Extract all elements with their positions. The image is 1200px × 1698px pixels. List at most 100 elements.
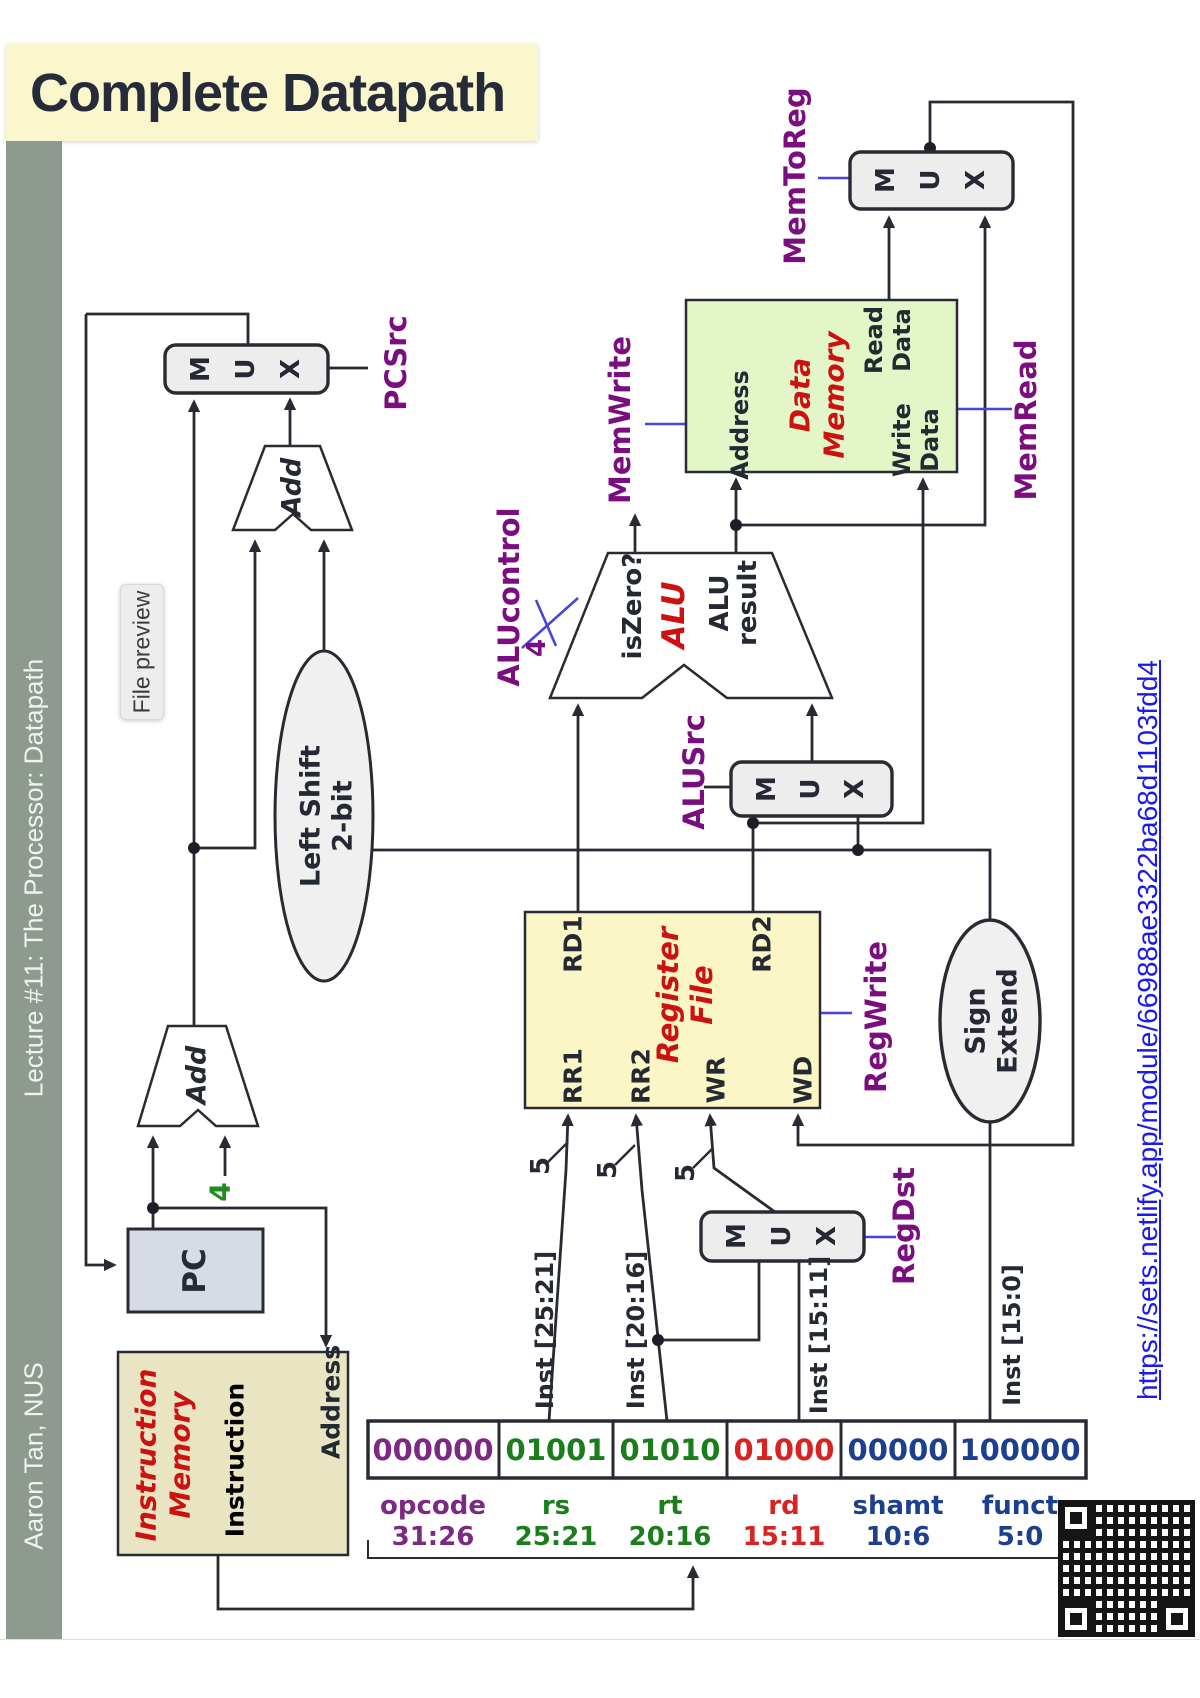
dmem-name-2: Memory [818, 330, 851, 459]
pc-block: PC [126, 1227, 265, 1314]
pc-add-block: Add [136, 1024, 260, 1128]
table-name-row: opcode rs rt rd shamt funct [380, 1491, 1058, 1521]
field-name: rd [768, 1491, 799, 1521]
bits-cell: 100000 [959, 1433, 1080, 1467]
instruction-memory-block: Instruction Memory Instruction Address [116, 1345, 350, 1557]
mux-letter: U [767, 1225, 797, 1246]
field-range: 15:11 [743, 1522, 826, 1552]
alucontrol-width-label: 4 [522, 639, 552, 657]
branch-add-label: Add [277, 457, 308, 518]
wire-pcsrc-mux-in-top [86, 312, 250, 345]
imem-port-instruction: Instruction [221, 1383, 250, 1537]
regfile-rr1: RR1 [559, 1048, 588, 1104]
wire-regdst-out [704, 1113, 776, 1214]
left-shift-line1: Left Shift [296, 745, 327, 887]
field-range: 20:16 [629, 1522, 712, 1552]
bus-width-labels: 5 5 5 [526, 1157, 701, 1182]
imem-name-2: Memory [164, 1390, 197, 1519]
dmem-read-1: Read [860, 306, 888, 374]
regdst-mux: M U X [699, 1210, 866, 1263]
mux-letter: U [796, 778, 826, 799]
alu-name: ALU [656, 581, 692, 651]
bus-width-5: 5 [526, 1157, 556, 1175]
sign-extend-block: Sign Extend [938, 918, 1042, 1124]
branch-add-block: Add [231, 444, 354, 532]
regfile-rd2: RD2 [748, 915, 777, 972]
alusrc-label: ALUSrc [677, 714, 711, 830]
mux-letter: X [961, 170, 991, 190]
instruction-encoding-table: 000000 01001 01010 01000 00000 100000 op… [366, 1419, 1088, 1552]
pcsrc-label: PCSrc [379, 315, 413, 410]
mux-letter: M [871, 167, 901, 193]
module-url-link[interactable]: https://sets.netlify.app/module/66988ae3… [1132, 660, 1163, 1400]
memread-label: MemRead [1009, 339, 1043, 500]
mux-letter: U [916, 169, 946, 190]
wire-inst20-16-to-regdst [658, 1261, 761, 1342]
imem-port-address: Address [317, 1345, 346, 1459]
file-preview-label: File preview [128, 590, 155, 714]
alu-result-2: result [733, 560, 763, 646]
mux-letter: M [186, 356, 216, 382]
wire-pc-to-imem [153, 1206, 333, 1348]
field-range: 25:21 [515, 1522, 598, 1552]
alucontrol-slash-2 [534, 599, 558, 647]
mux-letter: X [812, 1226, 842, 1246]
instruction-bracket [367, 1540, 1087, 1559]
dmem-read-2: Data [888, 308, 916, 372]
bits-cell: 00000 [848, 1433, 949, 1467]
bus-width-5: 5 [593, 1161, 623, 1179]
footer-band [6, 141, 62, 1639]
register-file-block: RD1 RD2 Register File RR1 RR2 WR WD [523, 910, 822, 1110]
table-cell-dividers [497, 1421, 957, 1478]
regfile-name-1: Register [651, 925, 685, 1063]
qr-code [1058, 1500, 1195, 1637]
dmem-write-2: Data [916, 408, 944, 472]
wire-pc-loop [84, 314, 117, 1272]
memwrite-label: MemWrite [603, 336, 637, 504]
const-4-label: 4 [204, 1182, 237, 1201]
wire-signext-bus [372, 848, 992, 920]
bits-cell: 01010 [620, 1433, 721, 1467]
pc-add-label: Add [182, 1045, 213, 1106]
bus-width-slashes [547, 1141, 714, 1169]
mux-letter: U [231, 358, 261, 379]
wire-inst25-21 [547, 1113, 574, 1422]
regfile-name-2: File [685, 965, 719, 1024]
mux-letter: X [276, 359, 306, 379]
wire-rd2-to-dmem [753, 477, 930, 825]
inst-20-16-label: Inst [20:16] [622, 1251, 650, 1409]
regfile-rd1: RD1 [559, 915, 588, 972]
left-shift-line2: 2-bit [328, 780, 359, 852]
field-range: 10:6 [866, 1522, 931, 1552]
page-title: Complete Datapath [30, 62, 506, 123]
mux-letter: M [752, 776, 782, 802]
table-bits-row: 000000 01001 01010 01000 00000 100000 [372, 1433, 1080, 1467]
imem-name-1: Instruction [130, 1369, 163, 1542]
dmem-name-1: Data [784, 358, 817, 432]
wire-alu-result-to-mux [736, 215, 992, 527]
inst-25-21-label: Inst [25:21] [531, 1251, 559, 1409]
regwrite-label: RegWrite [859, 941, 893, 1093]
sign-extend-line2: Extend [993, 968, 1024, 1074]
alucontrol-slash-1 [521, 597, 579, 649]
data-memory-block: Data Memory Address Read Data Write Data [684, 298, 959, 480]
pcsrc-mux: M U X [163, 343, 330, 395]
alu-iszero: isZero? [618, 553, 648, 660]
regfile-rr2: RR2 [627, 1048, 656, 1104]
bus-width-5: 5 [671, 1164, 701, 1182]
pc-label: PC [177, 1248, 213, 1293]
sign-extend-line1: Sign [961, 987, 992, 1054]
memtoreg-label: MemToReg [778, 87, 812, 264]
wire-instruction-out [216, 1555, 700, 1611]
control-labels: PCSrc MemToReg MemWrite MemRead ALUcontr… [379, 87, 1043, 1285]
table-range-row: 31:26 25:21 20:16 15:11 10:6 5:0 [392, 1522, 1044, 1552]
left-shift-block: Left Shift 2-bit [273, 649, 375, 983]
qr-finder-icon [1058, 1500, 1094, 1536]
mux-letter: X [840, 779, 870, 799]
dmem-address: Address [726, 370, 754, 480]
inst-15-11-label: Inst [15:11] [805, 1256, 833, 1414]
alu-result-1: ALU [705, 575, 735, 632]
dmem-write-1: Write [888, 403, 916, 477]
